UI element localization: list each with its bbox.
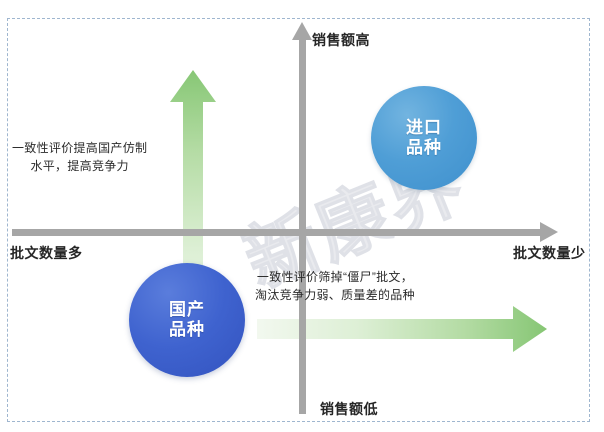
vertical-axis-arrowhead-icon (292, 22, 312, 40)
annotation-up-arrow: 一致性评价提高国产仿制 水平，提高竞争力 (12, 139, 147, 175)
bubble-domestic-line2: 品种 (169, 320, 205, 339)
annotation-right-line1: 一致性评价筛掉“僵尸”批文， (256, 270, 414, 284)
annotation-up-line1: 一致性评价提高国产仿制 (12, 141, 148, 155)
bubble-domestic-varieties[interactable]: 国产 品种 (129, 263, 245, 377)
green-right-arrow-icon (257, 306, 547, 352)
horizontal-axis-arrowhead-icon (540, 222, 558, 242)
annotation-right-arrow: 一致性评价筛掉“僵尸”批文， 淘汰竞争力弱、质量差的品种 (255, 268, 415, 304)
vertical-axis-line (299, 38, 306, 414)
axis-label-sales-low: 销售额低 (320, 401, 378, 417)
bubble-import-line2: 品种 (406, 138, 442, 157)
annotation-up-line2: 水平，提高竞争力 (30, 159, 129, 173)
bubble-import-line1: 进口 (406, 117, 442, 137)
bubble-domestic-line1: 国产 (169, 299, 205, 319)
axis-label-sales-high: 销售额高 (312, 32, 370, 48)
horizontal-axis-line (12, 229, 542, 236)
axis-label-approvals-few: 批文数量少 (513, 245, 586, 261)
annotation-right-line2: 淘汰竞争力弱、质量差的品种 (255, 288, 415, 302)
axis-label-approvals-many: 批文数量多 (10, 245, 83, 261)
green-up-arrow-icon (170, 70, 216, 345)
bubble-import-varieties[interactable]: 进口 品种 (371, 86, 477, 190)
